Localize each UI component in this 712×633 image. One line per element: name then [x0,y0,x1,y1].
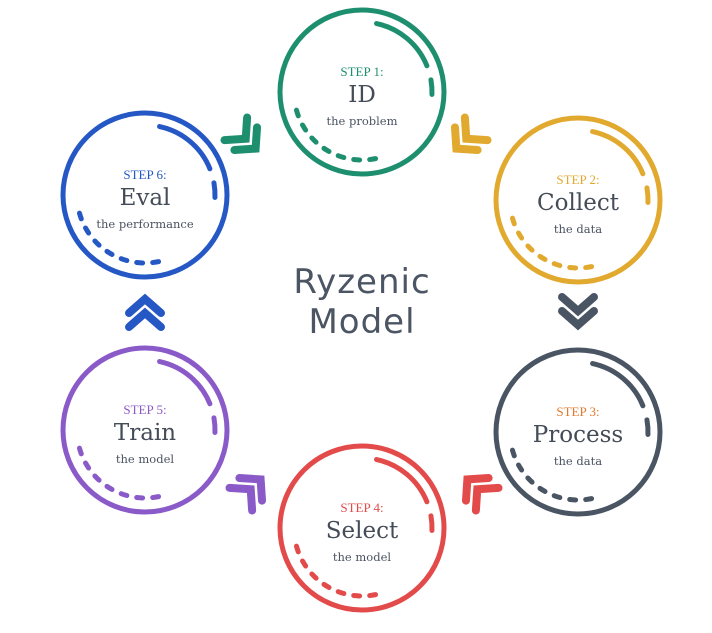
chevron-icon [125,307,165,331]
step-label: STEP 6: [123,167,167,182]
center-title-line1: Ryzenic [293,262,431,302]
ring-highlight-arc [374,21,430,69]
step-1-node: STEP 1: ID the problem [278,8,446,176]
ring-dash [300,122,309,133]
ring-dash [516,230,525,241]
chevron-icon [461,473,493,505]
double-chevron-up-icon [125,293,165,331]
ring-highlight-dash [644,185,651,205]
step-ring [493,347,663,517]
chevron-icon [230,123,262,155]
step-label: STEP 3: [556,404,600,419]
ring-highlight-dash [428,513,435,533]
step-ring [277,7,447,177]
step-title: Eval [119,185,171,211]
double-chevron-right-icon [220,113,262,155]
step-label: STEP 1: [340,64,384,79]
double-chevron-down-icon [558,293,598,331]
ring-dash [537,253,548,262]
ring-dash [583,264,595,271]
step-subtitle: the performance [96,217,194,231]
step-3-node: STEP 3: Process the data [494,348,662,516]
ring-dash [76,445,84,457]
step-title: Train [113,420,177,446]
ring-highlight-arc [157,359,213,407]
ring-highlight-dash [428,77,435,97]
step-subtitle: the problem [326,114,398,128]
ring-dash [150,494,162,501]
double-chevron-left-icon [225,473,267,515]
ring-dash [583,496,595,503]
ring-highlight-dash [211,415,218,435]
ring-highlight-dash [211,180,218,200]
ring-dash [335,153,347,161]
ring-highlight-arc [374,457,430,505]
ring-dash [509,447,517,459]
chevron-icon [460,113,492,145]
chevron-icon [235,473,267,505]
chevron-icon [558,293,598,317]
chevron-icon [558,307,598,331]
ring-dash [525,475,535,485]
chevron-icon [220,113,252,145]
ring-dash [104,248,115,257]
step-ring [277,443,447,613]
step-title: ID [348,82,376,108]
ring-dash [293,107,301,119]
ring-dash [150,259,162,266]
step-6-node: STEP 6: Eval the performance [61,111,229,279]
ring-dash [293,543,301,555]
step-4-node: STEP 4: Select the model [278,444,446,612]
step-subtitle: the data [553,222,603,236]
ring-dash [83,460,92,471]
step-subtitle: the data [553,454,603,468]
step-ring [493,115,663,285]
step-ring [60,110,230,280]
step-2-node: STEP 2: Collect the data [494,116,662,284]
chevron-icon [225,483,257,515]
ring-dash [83,225,92,236]
double-chevron-left-icon [461,473,503,515]
ring-dash [525,243,535,253]
ring-dash [367,156,379,163]
ring-dash [551,261,563,269]
center-title-line2: Model [308,302,416,342]
step-title: Collect [537,190,619,216]
ring-dash [509,215,517,227]
step-5-node: STEP 5: Train the model [61,346,229,514]
ring-dash [321,581,332,590]
ring-dash [118,491,130,499]
step-ring [60,345,230,515]
ring-highlight-arc [590,361,646,409]
ring-dash [537,485,548,494]
step-label: STEP 2: [556,172,600,187]
ring-dash [367,592,379,599]
ring-highlight-arc [590,129,646,177]
chevron-icon [471,483,503,515]
ring-dash [335,589,347,597]
ring-dash [309,135,319,145]
ring-dash [104,483,115,492]
ring-highlight-arc [157,124,213,172]
ring-dash [551,493,563,501]
chevron-icon [125,293,165,317]
ring-dash [76,210,84,222]
ring-dash [300,558,309,569]
ring-dash [309,571,319,581]
step-label: STEP 4: [340,500,384,515]
step-subtitle: the model [332,550,392,564]
ring-dash [516,462,525,473]
step-title: Process [532,422,624,448]
ring-highlight-dash [644,417,651,437]
chevron-icon [450,123,482,155]
step-label: STEP 5: [123,402,167,417]
step-title: Select [325,518,399,544]
step-subtitle: the model [115,452,175,466]
ring-dash [92,473,102,483]
double-chevron-right-icon [450,113,492,155]
ring-dash [92,238,102,248]
ring-dash [118,256,130,264]
ring-dash [321,145,332,154]
